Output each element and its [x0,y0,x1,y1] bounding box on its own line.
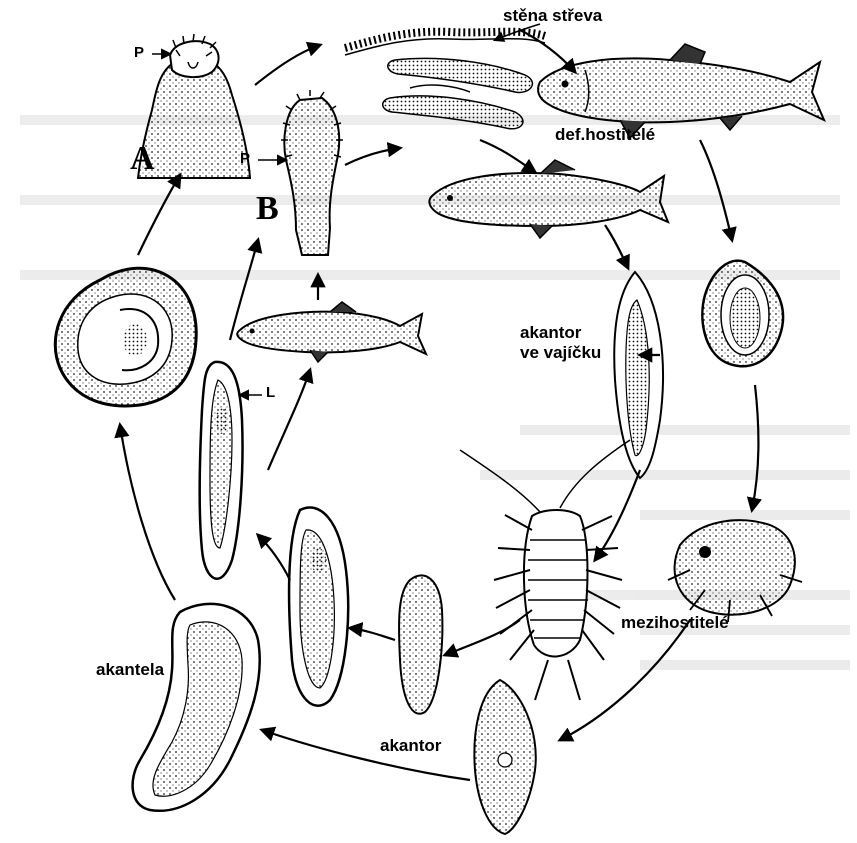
definitive-host-fish [429,160,668,238]
early-acanthella [399,575,442,713]
acanthella-stage-3-large [133,604,260,811]
acanthella-stage-1 [289,508,348,706]
intermediate-hosts-label: mezihostitelé [621,613,729,633]
intestine-wall-label: stěna střeva [503,6,602,26]
cystacanth-coiled [55,268,196,406]
acanthor-in-egg [614,272,663,478]
acanthor-larva [474,680,535,834]
acanthor-label: akantor [380,736,441,756]
acanthella-stage-2 [200,362,243,579]
acanthella-label: akantela [96,660,164,680]
definitive-hosts-label: def.hostitelé [555,125,655,145]
stage-b-elongated-body [281,90,343,255]
stage-a-label: A [130,140,155,178]
paratenic-host-fish [237,302,426,362]
acanthor-in-egg-label-line2: ve vajíčku [520,343,601,363]
intestine-wall [345,32,545,55]
proboscis-b-label: P [240,150,250,167]
intermediate-host-crustacean [668,520,802,622]
proboscis-a-label: P [134,44,144,61]
stage-b-label: B [256,190,279,228]
acanthor-in-egg-label-line1: akantor [520,323,581,343]
lemnisci-label: L [266,384,275,401]
